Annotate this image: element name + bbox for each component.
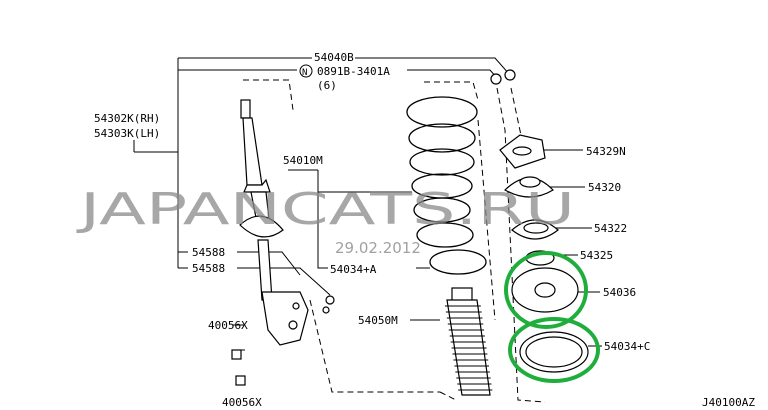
n-mark-icon — [299, 64, 313, 78]
leader-lines — [133, 57, 602, 351]
svg-text:29.02.2012: 29.02.2012 — [335, 239, 421, 257]
label-40056X-lower[interactable]: 40056X — [222, 396, 262, 409]
label-54040B[interactable]: 54040B — [314, 51, 354, 64]
label-54302K[interactable]: 54302K(RH) — [94, 112, 160, 125]
label-54322[interactable]: 54322 — [594, 222, 627, 235]
strut-assembly — [231, 99, 335, 386]
svg-text:N: N — [302, 68, 307, 78]
label-0891B-3401A[interactable]: 0891B-3401A — [317, 65, 390, 78]
svg-text:JAPANCATS.RU: JAPANCATS.RU — [75, 184, 575, 235]
label-qty: (6) — [317, 79, 337, 92]
dust-boot — [444, 287, 493, 396]
label-54034-C[interactable]: 54034+C — [604, 340, 650, 353]
label-54050M[interactable]: 54050M — [358, 314, 398, 327]
label-40056X-upper[interactable]: 40056X — [208, 319, 248, 332]
label-54588-lower[interactable]: 54588 — [192, 262, 225, 275]
label-54320[interactable]: 54320 — [588, 181, 621, 194]
coil-spring — [406, 96, 487, 275]
label-54036[interactable]: 54036 — [603, 286, 636, 299]
watermark: JAPANCATS.RU 29.02.2012 — [75, 184, 575, 257]
diagram-code: J40100AZ — [702, 396, 755, 409]
part-labels: 54040B N 0891B-3401A (6) 54302K(RH) 5430… — [94, 51, 755, 409]
label-54325[interactable]: 54325 — [580, 249, 613, 262]
label-54303K[interactable]: 54303K(LH) — [94, 127, 160, 140]
upper-mount-parts — [490, 69, 589, 373]
dashed-guides — [243, 79, 546, 403]
highlight-circles — [504, 251, 600, 383]
label-54010M[interactable]: 54010M — [283, 154, 323, 167]
label-54588-upper[interactable]: 54588 — [192, 246, 225, 259]
label-54034-A[interactable]: 54034+A — [330, 263, 377, 276]
label-54329N[interactable]: 54329N — [586, 145, 626, 158]
